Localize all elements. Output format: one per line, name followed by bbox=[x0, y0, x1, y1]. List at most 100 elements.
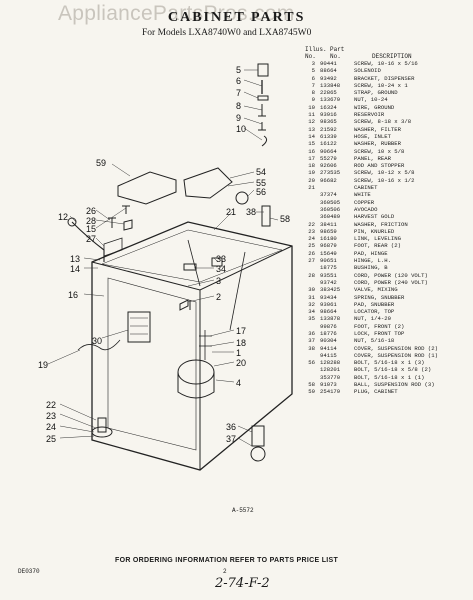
page-subtitle: For Models LXA8740W0 and LXA8745W0 bbox=[142, 28, 312, 38]
part-description: BOLT, 5/16-18 x 1 (1) bbox=[354, 373, 425, 381]
part-illus-no: 25 bbox=[308, 242, 315, 250]
part-description: NUT, 5/16-18 bbox=[354, 337, 395, 345]
header-description: DESCRIPTION bbox=[372, 53, 412, 60]
parts-row: 94115 COVER, SUSPENSION ROD (1) bbox=[303, 352, 471, 359]
part-number: 360506 bbox=[320, 205, 341, 213]
date-code: DE0370 bbox=[18, 568, 40, 575]
part-illus-no: 37 bbox=[308, 337, 315, 345]
callout-number: 13 bbox=[70, 254, 81, 264]
part-illus-no: 24 bbox=[308, 235, 315, 243]
part-description: SPRING, SNUBBER bbox=[354, 293, 405, 301]
part-illus-no: 6 bbox=[311, 74, 315, 82]
callout-number: 28 bbox=[86, 216, 97, 226]
part-number: 94115 bbox=[320, 351, 337, 359]
part-description: LINK, LEVELING bbox=[354, 235, 401, 243]
part-description: NUT, 10-24 bbox=[354, 96, 388, 104]
part-illus-no: 31 bbox=[308, 293, 315, 301]
part-description: COPPER bbox=[354, 198, 375, 206]
callout-number: 36 bbox=[226, 422, 237, 432]
part-description: SCREW, 10 x 5/8 bbox=[354, 147, 405, 155]
dispenser-bracket bbox=[183, 167, 233, 199]
part-number: 93916 bbox=[320, 111, 337, 119]
part-illus-no: 26 bbox=[308, 249, 315, 257]
part-description: HARVEST GOLD bbox=[354, 213, 395, 221]
part-number: 98365 bbox=[320, 118, 337, 126]
part-description: BUSHING, B bbox=[354, 264, 388, 272]
part-description: COVER, SUSPENSION ROD (1) bbox=[354, 351, 438, 359]
solenoid bbox=[257, 63, 269, 77]
callout-number: 16 bbox=[68, 290, 79, 300]
part-illus-no: 12 bbox=[308, 118, 315, 126]
callout-number: 37 bbox=[226, 434, 237, 444]
part-number: 15649 bbox=[320, 249, 337, 257]
callout-number: 3 bbox=[216, 276, 222, 286]
callout-number: 58 bbox=[280, 214, 291, 224]
part-number: 90304 bbox=[320, 337, 337, 345]
part-number: 93551 bbox=[320, 271, 337, 279]
callout-number: 8 bbox=[236, 101, 242, 111]
part-illus-no: 14 bbox=[308, 132, 315, 140]
hinge bbox=[103, 237, 123, 257]
header-illus: Illus. bbox=[305, 46, 327, 53]
part-illus-no: 59 bbox=[308, 388, 315, 396]
part-description: SOLENOID bbox=[354, 67, 381, 75]
part-number: 90651 bbox=[320, 257, 337, 265]
part-description: WASHER, FRICTION bbox=[354, 220, 408, 228]
part-illus-no: 5 bbox=[311, 67, 315, 75]
callout-number: 33 bbox=[216, 254, 227, 264]
callout-number: 38 bbox=[246, 207, 257, 217]
part-number: 37374 bbox=[320, 191, 337, 199]
part-description: SCREW, 8-18 x 3/8 bbox=[354, 118, 412, 126]
callout-number: 54 bbox=[256, 167, 267, 177]
part-number: 22865 bbox=[320, 89, 337, 97]
part-number: 55279 bbox=[320, 154, 337, 162]
part-illus-no: 16 bbox=[308, 147, 315, 155]
reservoir bbox=[117, 171, 177, 205]
handwritten-note: 2-74-F-2 bbox=[215, 576, 270, 591]
callout-number: 9 bbox=[236, 113, 242, 123]
part-description: AVOCADO bbox=[354, 205, 378, 213]
part-illus-no: 13 bbox=[308, 125, 315, 133]
part-number: 98664 bbox=[320, 308, 337, 316]
callout-number: 7 bbox=[236, 88, 242, 98]
figure-reference: A-5572 bbox=[232, 507, 254, 514]
part-illus-no: 19 bbox=[308, 169, 315, 177]
part-description: FOOT, REAR (2) bbox=[354, 242, 401, 250]
part-illus-no: 34 bbox=[308, 308, 315, 316]
part-description: VALVE, MIXING bbox=[354, 286, 398, 294]
callout-number: 14 bbox=[70, 264, 81, 274]
callout-number: 34 bbox=[216, 264, 227, 274]
page-number: 2 bbox=[223, 568, 227, 575]
part-description: STRAP, GROUND bbox=[354, 89, 398, 97]
part-illus-no: 7 bbox=[311, 81, 315, 89]
part-illus-no: 18 bbox=[308, 162, 315, 170]
part-illus-no: 38 bbox=[308, 344, 315, 352]
part-number: 128288 bbox=[320, 359, 341, 367]
part-number: 273535 bbox=[320, 169, 341, 177]
